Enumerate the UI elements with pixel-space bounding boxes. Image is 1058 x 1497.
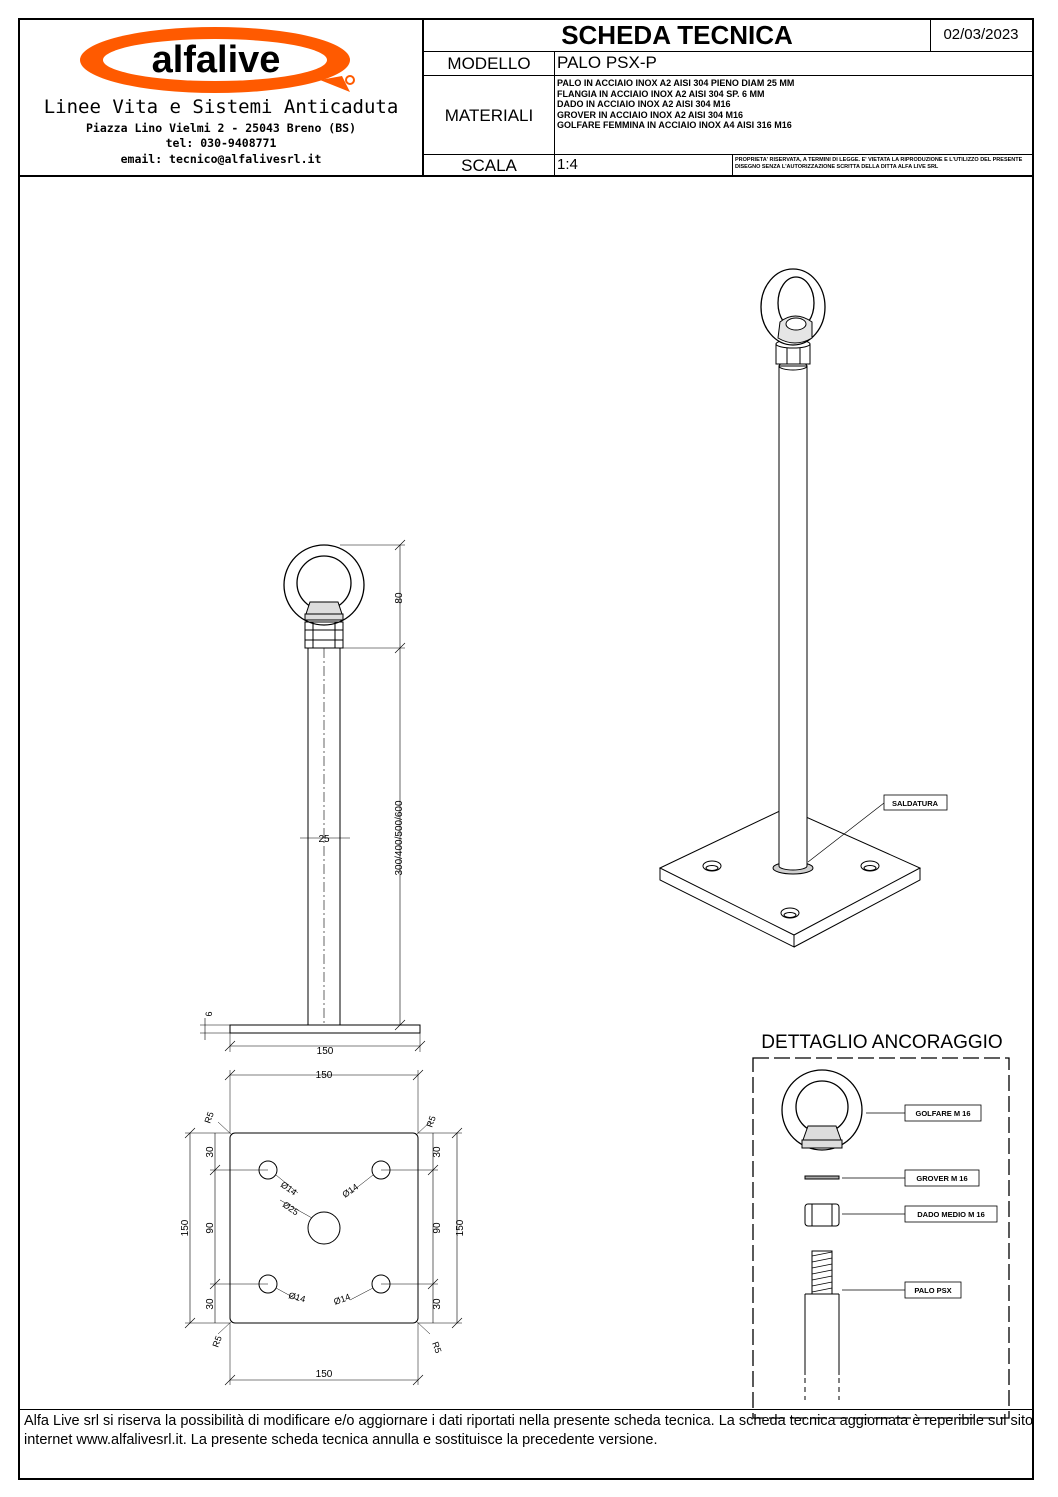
- plan-dim-left: 150: [180, 1219, 191, 1236]
- detail-nut-label: DADO MEDIO M 16: [917, 1210, 985, 1219]
- side-dim-top: 80: [394, 592, 405, 604]
- material-line-5: GOLFARE FEMMINA IN ACCIAIO INOX A4 AISI …: [557, 120, 792, 130]
- header-row-line-1: [422, 51, 1034, 52]
- detail-view: DETTAGLIO ANCORAGGIO GOLFARE M 16 GROVER…: [752, 1032, 1010, 1419]
- plan-dim-left-30b: 30: [205, 1298, 216, 1310]
- company-tagline: Linee Vita e Sistemi Anticaduta: [43, 96, 399, 118]
- model-value: PALO PSX-P: [557, 53, 657, 72]
- company-logo: alfalive: [80, 27, 355, 93]
- plan-dim-top: 150: [316, 1070, 333, 1081]
- company-block: alfalive Linee Vita e Sistemi Anticaduta…: [20, 20, 422, 174]
- materials-label: MATERIALI: [444, 106, 534, 125]
- detail-pole-label: PALO PSX: [914, 1286, 951, 1295]
- plan-dim-bottom: 150: [316, 1369, 333, 1380]
- material-line-4: GROVER IN ACCIAIO INOX A2 AISI 304 M16: [557, 109, 744, 120]
- company-phone: tel: 030-9408771: [165, 136, 277, 150]
- footer-disclaimer: Alfa Live srl si riserva la possibilità …: [24, 1413, 1034, 1448]
- plan-radius-bl: R5: [210, 1334, 223, 1348]
- sheet-date: 02/03/2023: [943, 26, 1019, 43]
- header-divider-logo: [422, 18, 424, 176]
- company-address: Piazza Lino Vielmi 2 - 25043 Breno (BS): [85, 121, 357, 135]
- plan-radius-tl: R5: [202, 1110, 215, 1124]
- scale-value: 1:4: [557, 156, 578, 173]
- header-col-line-label: [554, 51, 555, 176]
- ownership-note: PROPRIETA' RISERVATA, A TERMINI DI LEGGE…: [735, 157, 1023, 170]
- plan-radius-tr: R5: [424, 1114, 437, 1128]
- plan-hole-tr: Ø14: [340, 1182, 360, 1200]
- side-dim-width: 150: [317, 1046, 334, 1057]
- header-col-line-note: [732, 154, 733, 176]
- plan-dim-right: 150: [455, 1219, 466, 1236]
- weld-label: SALDATURA: [892, 799, 939, 808]
- logo-text: alfalive: [152, 39, 281, 81]
- plan-dim-right-30a: 30: [432, 1146, 443, 1158]
- side-dim-height: 300/400/500/600: [394, 800, 405, 876]
- side-view: 25 80 300/400/500/600 6 150: [200, 539, 426, 1057]
- sheet-frame: [18, 18, 1034, 1480]
- plan-radius-br: R5: [430, 1340, 443, 1354]
- plan-dim-right-30b: 30: [432, 1298, 443, 1310]
- header-row-line-3: [422, 154, 1034, 155]
- model-label: MODELLO: [447, 54, 531, 73]
- header-col-line-date: [930, 18, 931, 52]
- header-bottom-line: [18, 175, 1034, 177]
- detail-title: DETTAGLIO ANCORAGGIO: [761, 1032, 1002, 1053]
- plan-hole-tl: Ø14: [279, 1179, 299, 1197]
- header-row-line-2: [422, 75, 1034, 76]
- side-dim-thickness: 6: [204, 1011, 214, 1016]
- iso-view: SALDATURA: [658, 268, 948, 948]
- side-dim-diameter: 25: [318, 834, 330, 845]
- plan-view: Ø14 Ø14 Ø25 Ø14 Ø14 150 150 150 30 90 30: [180, 1069, 466, 1386]
- material-line-1: PALO IN ACCIAIO INOX A2 AISI 304 PIENO D…: [557, 78, 795, 88]
- material-line-2: FLANGIA IN ACCIAIO INOX A2 AISI 304 SP. …: [557, 88, 765, 99]
- plan-dim-left-90: 90: [205, 1222, 216, 1234]
- company-email: email: tecnico@alfalivesrl.it: [120, 152, 322, 166]
- material-line-3: DADO IN ACCIAIO INOX A2 AISI 304 M16: [557, 99, 731, 109]
- plan-hole-br: Ø14: [332, 1292, 351, 1307]
- plan-dim-left-30a: 30: [205, 1146, 216, 1158]
- detail-washer-label: GROVER M 16: [916, 1174, 967, 1183]
- plan-dim-right-90: 90: [432, 1222, 443, 1234]
- sheet-title: SCHEDA TECNICA: [561, 20, 793, 50]
- detail-eyebolt-label: GOLFARE M 16: [915, 1109, 970, 1118]
- plan-hole-center: Ø25: [281, 1199, 301, 1217]
- scale-label: SCALA: [461, 156, 517, 175]
- plan-hole-bl: Ø14: [287, 1290, 306, 1304]
- footer-top-line: [18, 1409, 1034, 1410]
